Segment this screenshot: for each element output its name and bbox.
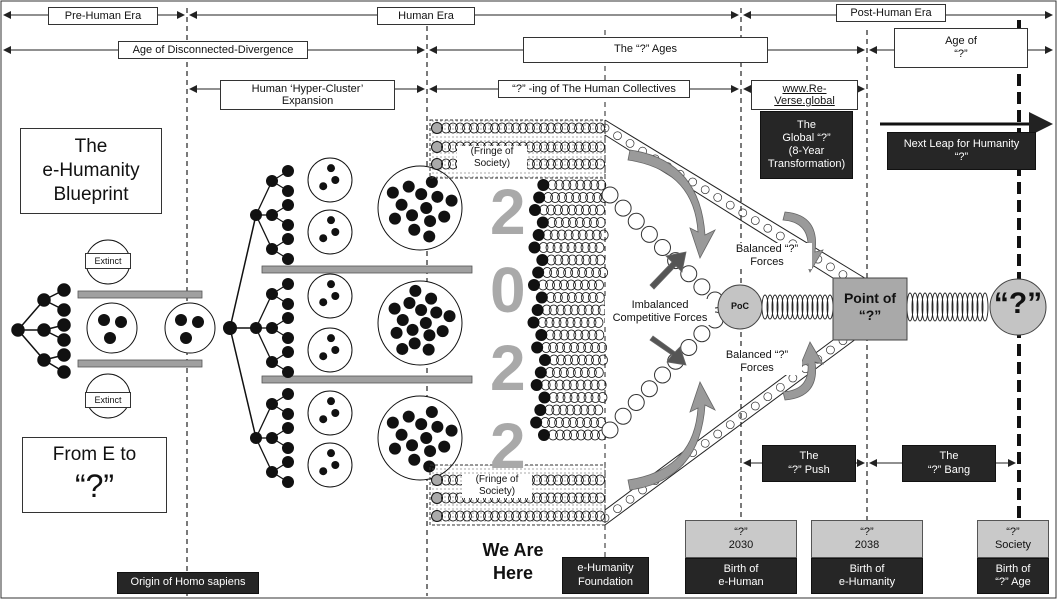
hyper-clusters bbox=[307, 157, 463, 488]
springs bbox=[761, 292, 989, 322]
we-are-here-label: We Are Here bbox=[482, 540, 544, 584]
separator-bars bbox=[77, 265, 473, 384]
extinct-bottom-label: Extinct bbox=[85, 392, 131, 408]
blueprint-title: The e-Humanity Blueprint bbox=[20, 128, 162, 214]
imbalanced-forces-label: Imbalanced Competitive Forces bbox=[605, 299, 715, 326]
e-humanity-foundation-box: e-Humanity Foundation bbox=[562, 557, 649, 594]
milestone-2038-bottom: Birth of e-Humanity bbox=[811, 558, 923, 594]
website-link[interactable]: www.Re-Verse.global bbox=[751, 80, 858, 110]
human-era-label: Human Era bbox=[377, 7, 475, 25]
origin-tree bbox=[11, 283, 71, 379]
next-leap-box: Next Leap for Humanity “?” bbox=[887, 132, 1036, 170]
balanced-forces-bottom-label: Balanced “?” Forces bbox=[712, 349, 802, 376]
funnel-rings bbox=[600, 123, 873, 523]
year-digit-3: 2 bbox=[490, 332, 526, 404]
poc-node-label: PoC bbox=[731, 301, 749, 311]
q-push-box: The “?” Push bbox=[762, 445, 856, 482]
milestone-2038-top: “?” 2038 bbox=[811, 520, 923, 558]
from-e-box: From E to “?” bbox=[22, 437, 167, 513]
pre-human-era-label: Pre-Human Era bbox=[48, 7, 158, 25]
early-clusters bbox=[86, 302, 216, 354]
post-human-era-label: Post-Human Era bbox=[836, 4, 946, 22]
q-ages-label: The “?” Ages bbox=[523, 37, 768, 63]
collectives-label: “?” -ing of The Human Collectives bbox=[498, 80, 690, 98]
extinct-top-label: Extinct bbox=[85, 253, 131, 269]
fringe-top-label: (Fringe of Society) bbox=[457, 146, 527, 170]
year-digit-4: 2 bbox=[490, 410, 526, 482]
milestone-2030-bottom: Birth of e-Human bbox=[685, 558, 797, 594]
year-digit-1: 2 bbox=[490, 176, 526, 248]
convergence-nodes bbox=[717, 277, 1047, 341]
hyper-cluster-label: Human ‘Hyper-Cluster’ Expansion bbox=[220, 80, 395, 110]
branch-trees bbox=[223, 165, 294, 488]
point-of-q-label: Point of “?” bbox=[843, 290, 897, 323]
q-bang-box: The “?” Bang bbox=[902, 445, 996, 482]
society-top: “?” Society bbox=[977, 520, 1049, 558]
global-q-box: The Global “?” (8-Year Transformation) bbox=[760, 111, 853, 179]
origin-homo-sapiens-box: Origin of Homo sapiens bbox=[117, 572, 259, 594]
collective-chains bbox=[431, 122, 610, 522]
milestone-2030-top: “?” 2030 bbox=[685, 520, 797, 558]
year-digit-2: 0 bbox=[490, 254, 526, 326]
age-of-q-label: Age of “?” bbox=[894, 28, 1028, 68]
from-q-text: “?” bbox=[74, 468, 115, 505]
society-bottom: Birth of “?” Age bbox=[977, 558, 1049, 594]
fringe-bottom-label: (Fringe of Society) bbox=[462, 474, 532, 498]
force-arrows bbox=[627, 149, 824, 491]
age-disconnected-label: Age of Disconnected-Divergence bbox=[118, 41, 308, 59]
from-e-text: From E to bbox=[52, 444, 137, 466]
big-q-node-label: “?” bbox=[993, 287, 1043, 320]
balanced-forces-top-label: Balanced “?” Forces bbox=[722, 243, 812, 270]
